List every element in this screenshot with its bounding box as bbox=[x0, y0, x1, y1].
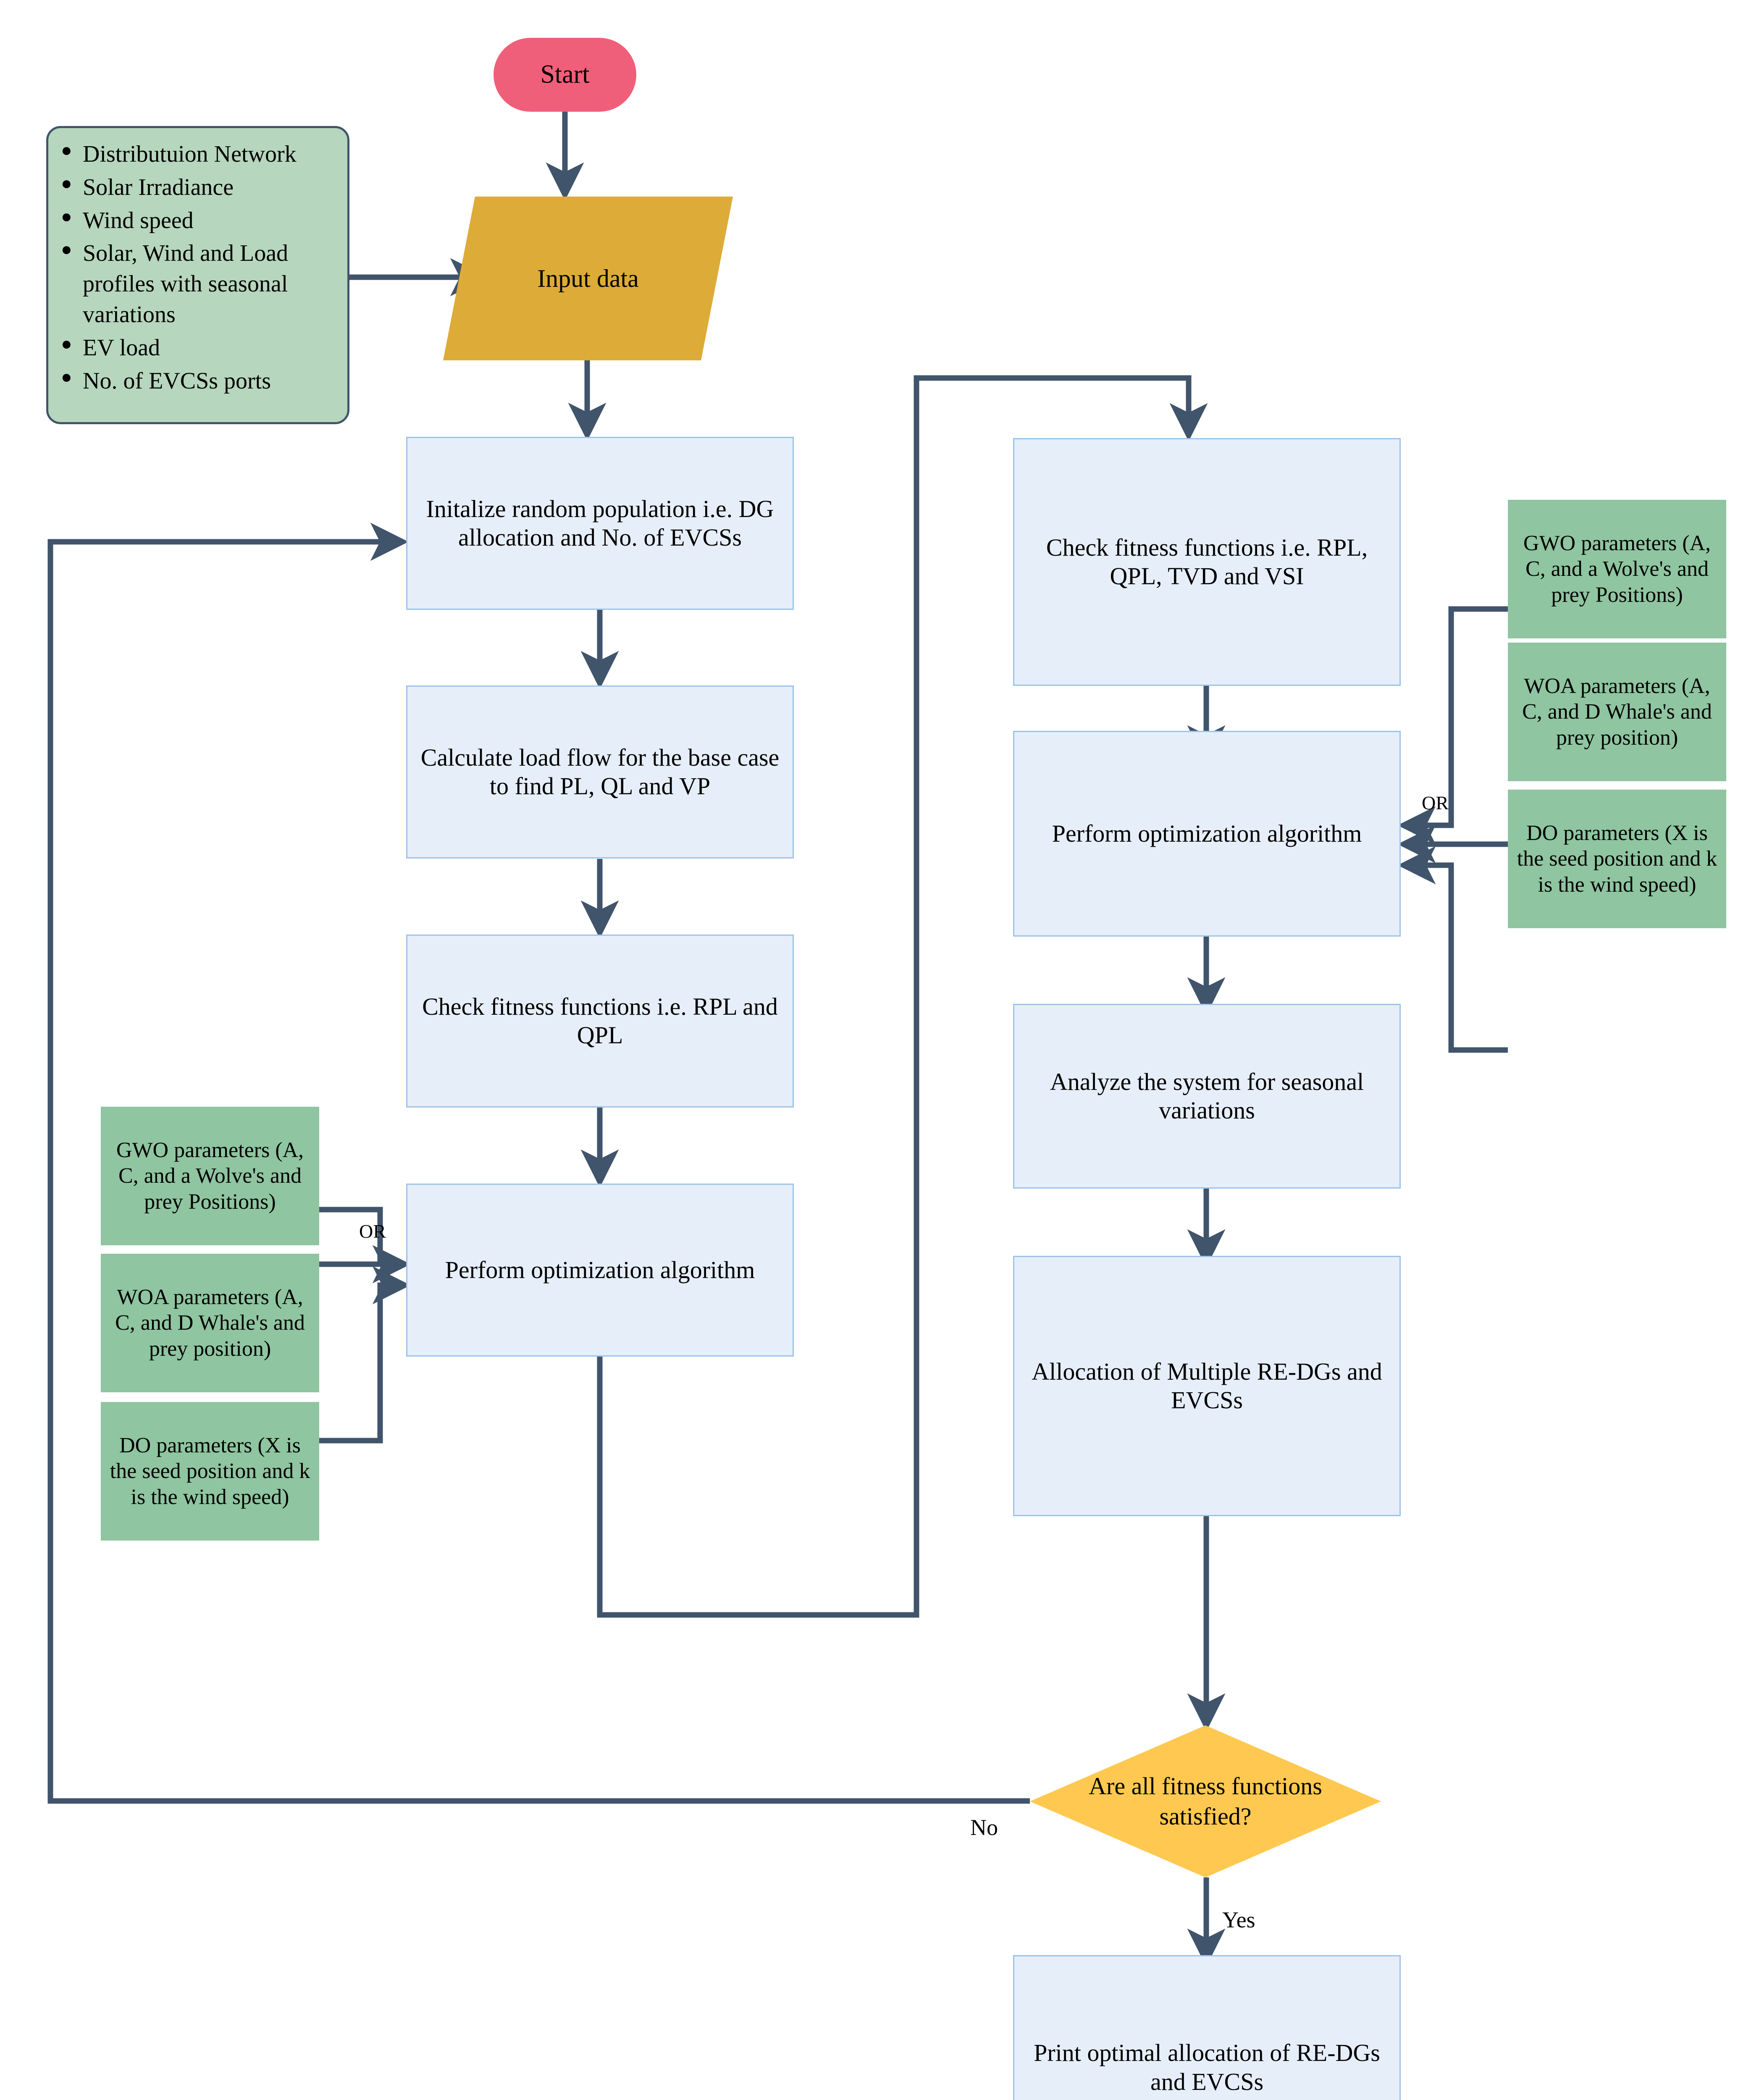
note-gwo-parameters-right: GWO parameters (A, C, and a Wolve's and … bbox=[1508, 500, 1726, 638]
note-woa-parameters-left: WOA parameters (A, C, and D Whale's and … bbox=[101, 1254, 319, 1392]
edge-do-left-to-optimize bbox=[319, 1266, 411, 1444]
list-item: EV load bbox=[59, 332, 338, 363]
start-label: Start bbox=[540, 60, 590, 89]
input-list-note: Distributuion Network Solar Irradiance W… bbox=[46, 126, 349, 424]
process-print-optimal-allocation[interactable]: Print optimal allocation of RE-DGs and E… bbox=[1013, 1955, 1401, 2100]
list-item: Solar, Wind and Load profiles with seaso… bbox=[59, 237, 338, 330]
edge-label-or-left: OR bbox=[359, 1221, 386, 1242]
note-do-parameters-right: DO parameters (X is the seed position an… bbox=[1508, 790, 1726, 928]
process-initialize-population[interactable]: Initalize random population i.e. DG allo… bbox=[406, 437, 794, 610]
process-label: Perform optimization algorithm bbox=[1052, 819, 1362, 847]
process-allocation-redgs[interactable]: Allocation of Multiple RE-DGs and EVCSs bbox=[1013, 1256, 1401, 1516]
start-terminator[interactable]: Start bbox=[494, 38, 636, 112]
process-label: Print optimal allocation of RE-DGs and E… bbox=[1034, 2039, 1380, 2095]
note-label: WOA parameters (A, C, and D Whale's and … bbox=[1522, 674, 1712, 750]
input-list: Distributuion Network Solar Irradiance W… bbox=[59, 138, 338, 396]
note-label: GWO parameters (A, C, and a Wolve's and … bbox=[1523, 531, 1711, 607]
process-check-fitness-left[interactable]: Check fitness functions i.e. RPL and QPL bbox=[406, 934, 794, 1108]
input-data-node[interactable]: Input data bbox=[443, 197, 733, 360]
process-label: Check fitness functions i.e. RPL and QPL bbox=[422, 992, 778, 1049]
process-calculate-load-flow[interactable]: Calculate load flow for the base case to… bbox=[406, 685, 794, 858]
parallelogram-shape bbox=[443, 197, 733, 360]
process-check-fitness-right[interactable]: Check fitness functions i.e. RPL, QPL, T… bbox=[1013, 438, 1401, 686]
process-label: Perform optimization algorithm bbox=[445, 1256, 755, 1284]
list-item: No. of EVCSs ports bbox=[59, 365, 338, 396]
process-perform-optimization-right[interactable]: Perform optimization algorithm bbox=[1013, 731, 1401, 937]
input-data-label: Input data bbox=[537, 264, 639, 292]
note-label: WOA parameters (A, C, and D Whale's and … bbox=[115, 1285, 305, 1361]
process-label: Calculate load flow for the base case to… bbox=[420, 743, 780, 800]
process-label: Analyze the system for seasonal variatio… bbox=[1050, 1068, 1364, 1124]
process-label: Check fitness functions i.e. RPL, QPL, T… bbox=[1046, 533, 1368, 590]
edge-label-yes: Yes bbox=[1222, 1907, 1255, 1932]
process-label: Allocation of Multiple RE-DGs and EVCSs bbox=[1032, 1357, 1382, 1414]
note-label: GWO parameters (A, C, and a Wolve's and … bbox=[116, 1138, 304, 1214]
note-gwo-parameters-left: GWO parameters (A, C, and a Wolve's and … bbox=[101, 1107, 319, 1245]
edge-label-no: No bbox=[970, 1815, 998, 1840]
process-label: Initalize random population i.e. DG allo… bbox=[426, 495, 774, 551]
note-woa-parameters-right: WOA parameters (A, C, and D Whale's and … bbox=[1508, 643, 1726, 781]
decision-fitness-satisfied[interactable]: Are all fitness functions satisfied? bbox=[1030, 1725, 1381, 1877]
edge-label-or-right: OR bbox=[1422, 792, 1449, 814]
list-item: Wind speed bbox=[59, 205, 338, 236]
process-perform-optimization-left[interactable]: Perform optimization algorithm bbox=[406, 1184, 794, 1357]
list-item: Distributuion Network bbox=[59, 138, 338, 170]
list-item: Solar Irradiance bbox=[59, 171, 338, 203]
decision-label: Are all fitness functions satisfied? bbox=[1089, 1772, 1322, 1830]
process-analyze-seasonal[interactable]: Analyze the system for seasonal variatio… bbox=[1013, 1004, 1401, 1189]
note-label: DO parameters (X is the seed position an… bbox=[110, 1433, 310, 1509]
note-label: DO parameters (X is the seed position an… bbox=[1517, 821, 1717, 897]
note-do-parameters-left: DO parameters (X is the seed position an… bbox=[101, 1402, 319, 1541]
edge-do-right-to-optimize bbox=[1397, 846, 1508, 1053]
